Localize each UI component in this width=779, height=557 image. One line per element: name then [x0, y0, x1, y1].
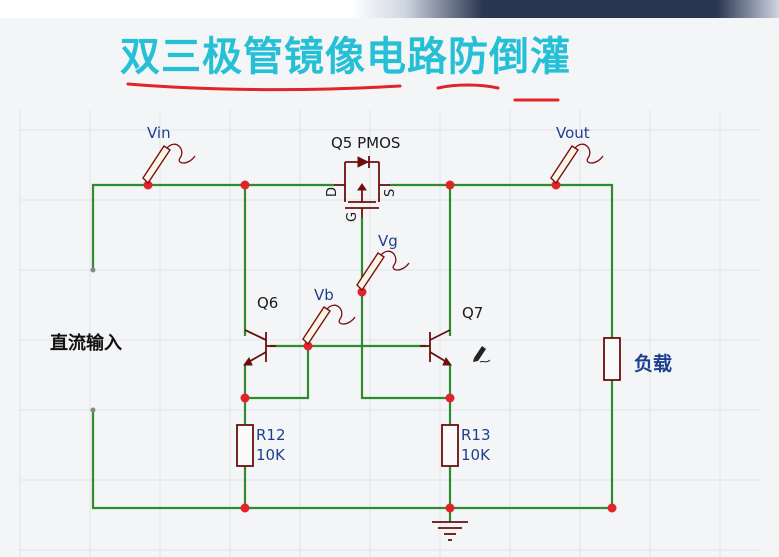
vg-probe-icon [356, 250, 410, 292]
r12-name-label: R12 [256, 426, 286, 444]
load-resistor [603, 337, 621, 381]
circuit-wires [91, 183, 614, 522]
dc-input-label: 直流输入 [50, 332, 122, 354]
q5-gate-label: G [345, 212, 360, 222]
vg-label: Vg [378, 232, 398, 250]
vb-probe-icon [302, 304, 356, 346]
q7-label: Q7 [462, 304, 483, 322]
vout-probe-icon [550, 143, 604, 185]
vout-label: Vout [556, 124, 590, 142]
r12-value-label: 10K [256, 446, 286, 464]
q5-pmos-transistor [334, 156, 390, 218]
q6-label: Q6 [257, 294, 278, 312]
vin-probe-icon [142, 143, 196, 185]
r13-name-label: R13 [461, 426, 491, 444]
junction-dots [143, 180, 617, 513]
q5-label: Q5 PMOS [331, 134, 400, 152]
r13-value-label: 10K [461, 446, 491, 464]
input-terminal-top [90, 267, 96, 273]
pencil-cursor-icon [473, 346, 491, 363]
slide-title: 双三极管镜像电路防倒灌 [120, 34, 571, 80]
background-grid [19, 110, 760, 557]
input-terminal-bottom [90, 407, 96, 413]
q6-npn-transistor [243, 329, 276, 366]
vb-label: Vb [314, 286, 334, 304]
q5-drain-label: D [325, 187, 340, 197]
r12-resistor [236, 424, 254, 467]
q5-source-label: S [383, 189, 398, 197]
r13-resistor [441, 424, 459, 467]
q7-npn-transistor [420, 329, 452, 366]
load-label: 负载 [634, 352, 672, 375]
vin-label: Vin [147, 124, 171, 142]
ground-symbol [432, 521, 468, 541]
slide-top-banner [0, 0, 779, 18]
